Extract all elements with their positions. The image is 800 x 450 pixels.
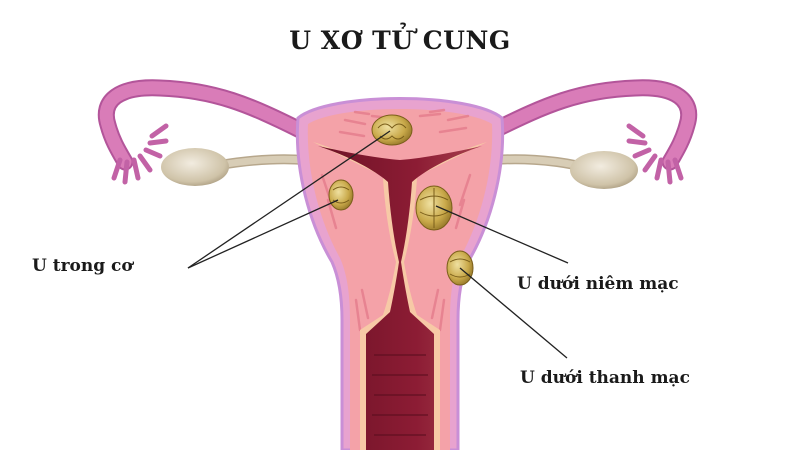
label-intramural-fibroid: U trong cơ	[32, 256, 133, 276]
fibroid-top	[371, 114, 413, 146]
leader-line-submucosal	[435, 205, 569, 264]
uterine-cavity	[318, 146, 482, 450]
right-fallopian-tube	[486, 79, 698, 185]
leader-line-intramural-top	[187, 130, 391, 269]
leader-line-intramural-left	[187, 199, 339, 269]
right-ovary	[570, 151, 638, 189]
left-ovary	[161, 148, 229, 186]
left-fallopian-tube	[97, 79, 309, 185]
leader-line-subserosal	[459, 267, 568, 359]
label-subserosal-fibroid: U dưới thanh mạc	[520, 368, 690, 388]
fibroid-intramural-left	[328, 179, 354, 211]
vaginal-ridges	[372, 354, 428, 436]
fibroid-submucosal	[415, 185, 453, 231]
diagram-title: U XƠ TỬ CUNG	[289, 26, 511, 55]
label-submucosal-fibroid: U dưới niêm mạc	[517, 274, 679, 294]
leader-lines	[187, 130, 569, 359]
